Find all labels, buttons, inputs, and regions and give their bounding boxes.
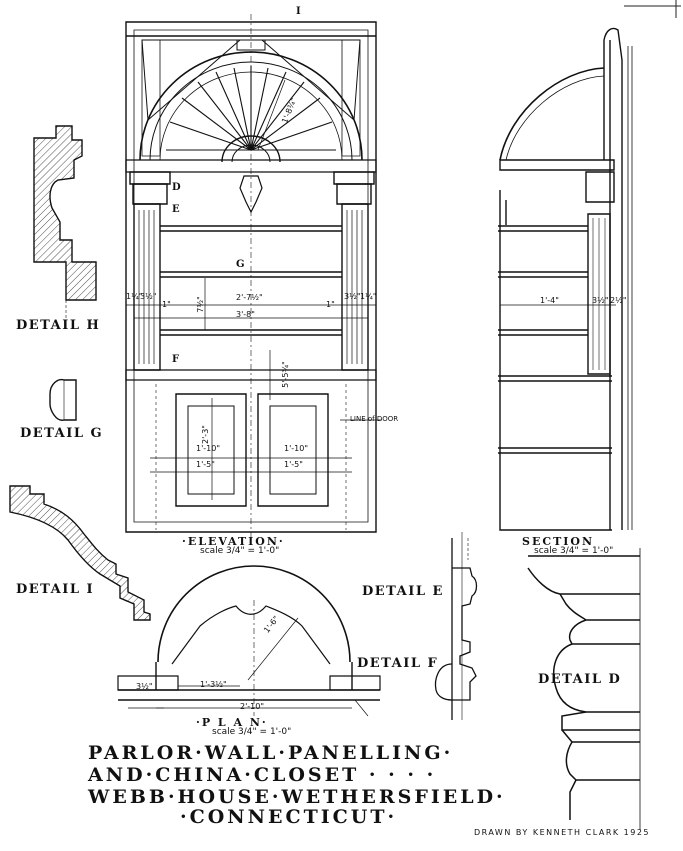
detail-g-profile xyxy=(50,380,76,421)
dim-right-pilaster: 3½" xyxy=(344,292,361,301)
dim-right-gap: 1" xyxy=(326,300,335,309)
dim-left-pilaster: 3½" xyxy=(140,292,157,301)
section-title: SECTION xyxy=(522,535,595,548)
marker-d: D xyxy=(172,182,182,193)
dim-plan-a: 3½" xyxy=(136,682,153,691)
dim-plan-b: 1'-3½" xyxy=(200,680,227,689)
elevation-title: ·ELEVATION· xyxy=(182,535,285,548)
dim-section-b: 2½" xyxy=(610,296,627,305)
elevation-scale: scale 3/4" = 1'-0" xyxy=(200,546,280,556)
plan-scale: scale 3/4" = 1'-0" xyxy=(212,727,292,737)
dim-shelf-height: 7½" xyxy=(195,296,205,313)
dim-shelf-inner: 2'-7½" xyxy=(236,293,263,302)
title-line-1: PARLOR·WALL·PANELLING· xyxy=(88,742,454,764)
detail-f-label: DETAIL F xyxy=(357,656,439,671)
dim-door-width-2: 1'-10" xyxy=(284,444,309,453)
detail-i-label: DETAIL I xyxy=(16,582,95,597)
title-line-4: ·CONNECTICUT· xyxy=(180,806,398,828)
drafter-credit: DRAWN BY KENNETH CLARK 1925 xyxy=(474,828,651,837)
plan-view xyxy=(118,566,380,716)
line-of-door-note: LINE of DOOR xyxy=(350,415,399,423)
dim-plan-total: 2'-10" xyxy=(240,702,265,711)
detail-h-label: DETAIL H xyxy=(16,318,101,333)
dim-door-clear-1: 1'-5" xyxy=(196,460,215,469)
section-scale: scale 3/4" = 1'-0" xyxy=(534,546,614,556)
detail-e-label: DETAIL E xyxy=(362,584,444,599)
marker-i: I xyxy=(296,6,302,17)
detail-h-profile xyxy=(34,126,96,318)
plan-title: ·P L A N· xyxy=(196,716,268,729)
dim-door-height: 2'-3" xyxy=(200,425,210,444)
detail-i-profile xyxy=(10,486,150,620)
dim-section-a: 3½" xyxy=(592,296,609,305)
dim-left-edge: 1¼" xyxy=(126,292,143,301)
dim-right-edge: 1¼" xyxy=(360,292,377,301)
detail-d-profile xyxy=(528,548,640,830)
dim-section-depth: 1'-4" xyxy=(540,296,559,305)
marker-g: G xyxy=(236,259,246,270)
detail-d-label: DETAIL D xyxy=(538,672,622,687)
elevation-view xyxy=(126,14,376,540)
dim-cabinet-height: 5'-5¾" xyxy=(280,361,290,388)
title-line-3: WEBB·HOUSE·WETHERSFIELD· xyxy=(88,786,506,808)
title-line-2: AND·CHINA·CLOSET · · · · xyxy=(88,764,437,786)
dim-door-width-1: 1'-10" xyxy=(196,444,221,453)
dim-shelf-total: 3'-8" xyxy=(236,310,255,319)
dim-left-gap: 1" xyxy=(162,300,171,309)
elevation-dimensions xyxy=(126,80,382,500)
detail-ef-profile xyxy=(436,532,477,720)
dim-door-clear-2: 1'-5" xyxy=(284,460,303,469)
detail-g-label: DETAIL G xyxy=(20,426,104,441)
marker-e: E xyxy=(172,204,181,215)
section-view xyxy=(498,28,632,530)
marker-f: F xyxy=(172,354,181,365)
